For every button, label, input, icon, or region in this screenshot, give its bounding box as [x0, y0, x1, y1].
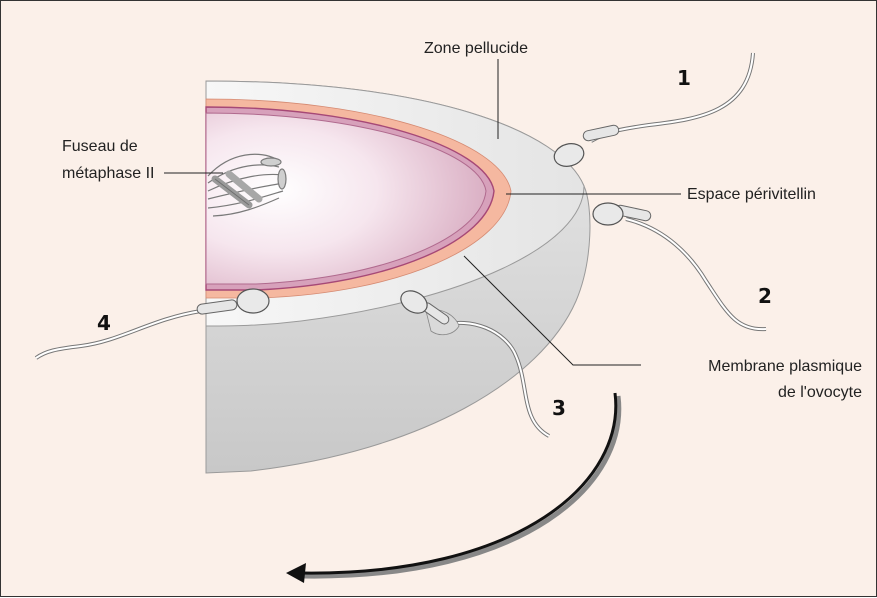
sperm-icon	[593, 203, 766, 329]
label-espace-perivitellin: Espace périvitellin	[687, 186, 816, 203]
sperm-number-1: 1	[677, 66, 691, 90]
label-fuseau-line1: Fuseau de	[62, 138, 138, 155]
label-zone-pellucide: Zone pellucide	[424, 40, 528, 57]
sperm-number-2: 2	[758, 284, 772, 308]
label-fuseau-line2: métaphase II	[62, 165, 155, 182]
label-membrane-line1: Membrane plasmique	[708, 358, 862, 375]
sperm-number-3: 3	[552, 396, 566, 420]
sperm-number-4: 4	[97, 311, 111, 335]
label-membrane-line2: de l'ovocyte	[778, 384, 862, 401]
sperm-icon	[552, 53, 753, 170]
